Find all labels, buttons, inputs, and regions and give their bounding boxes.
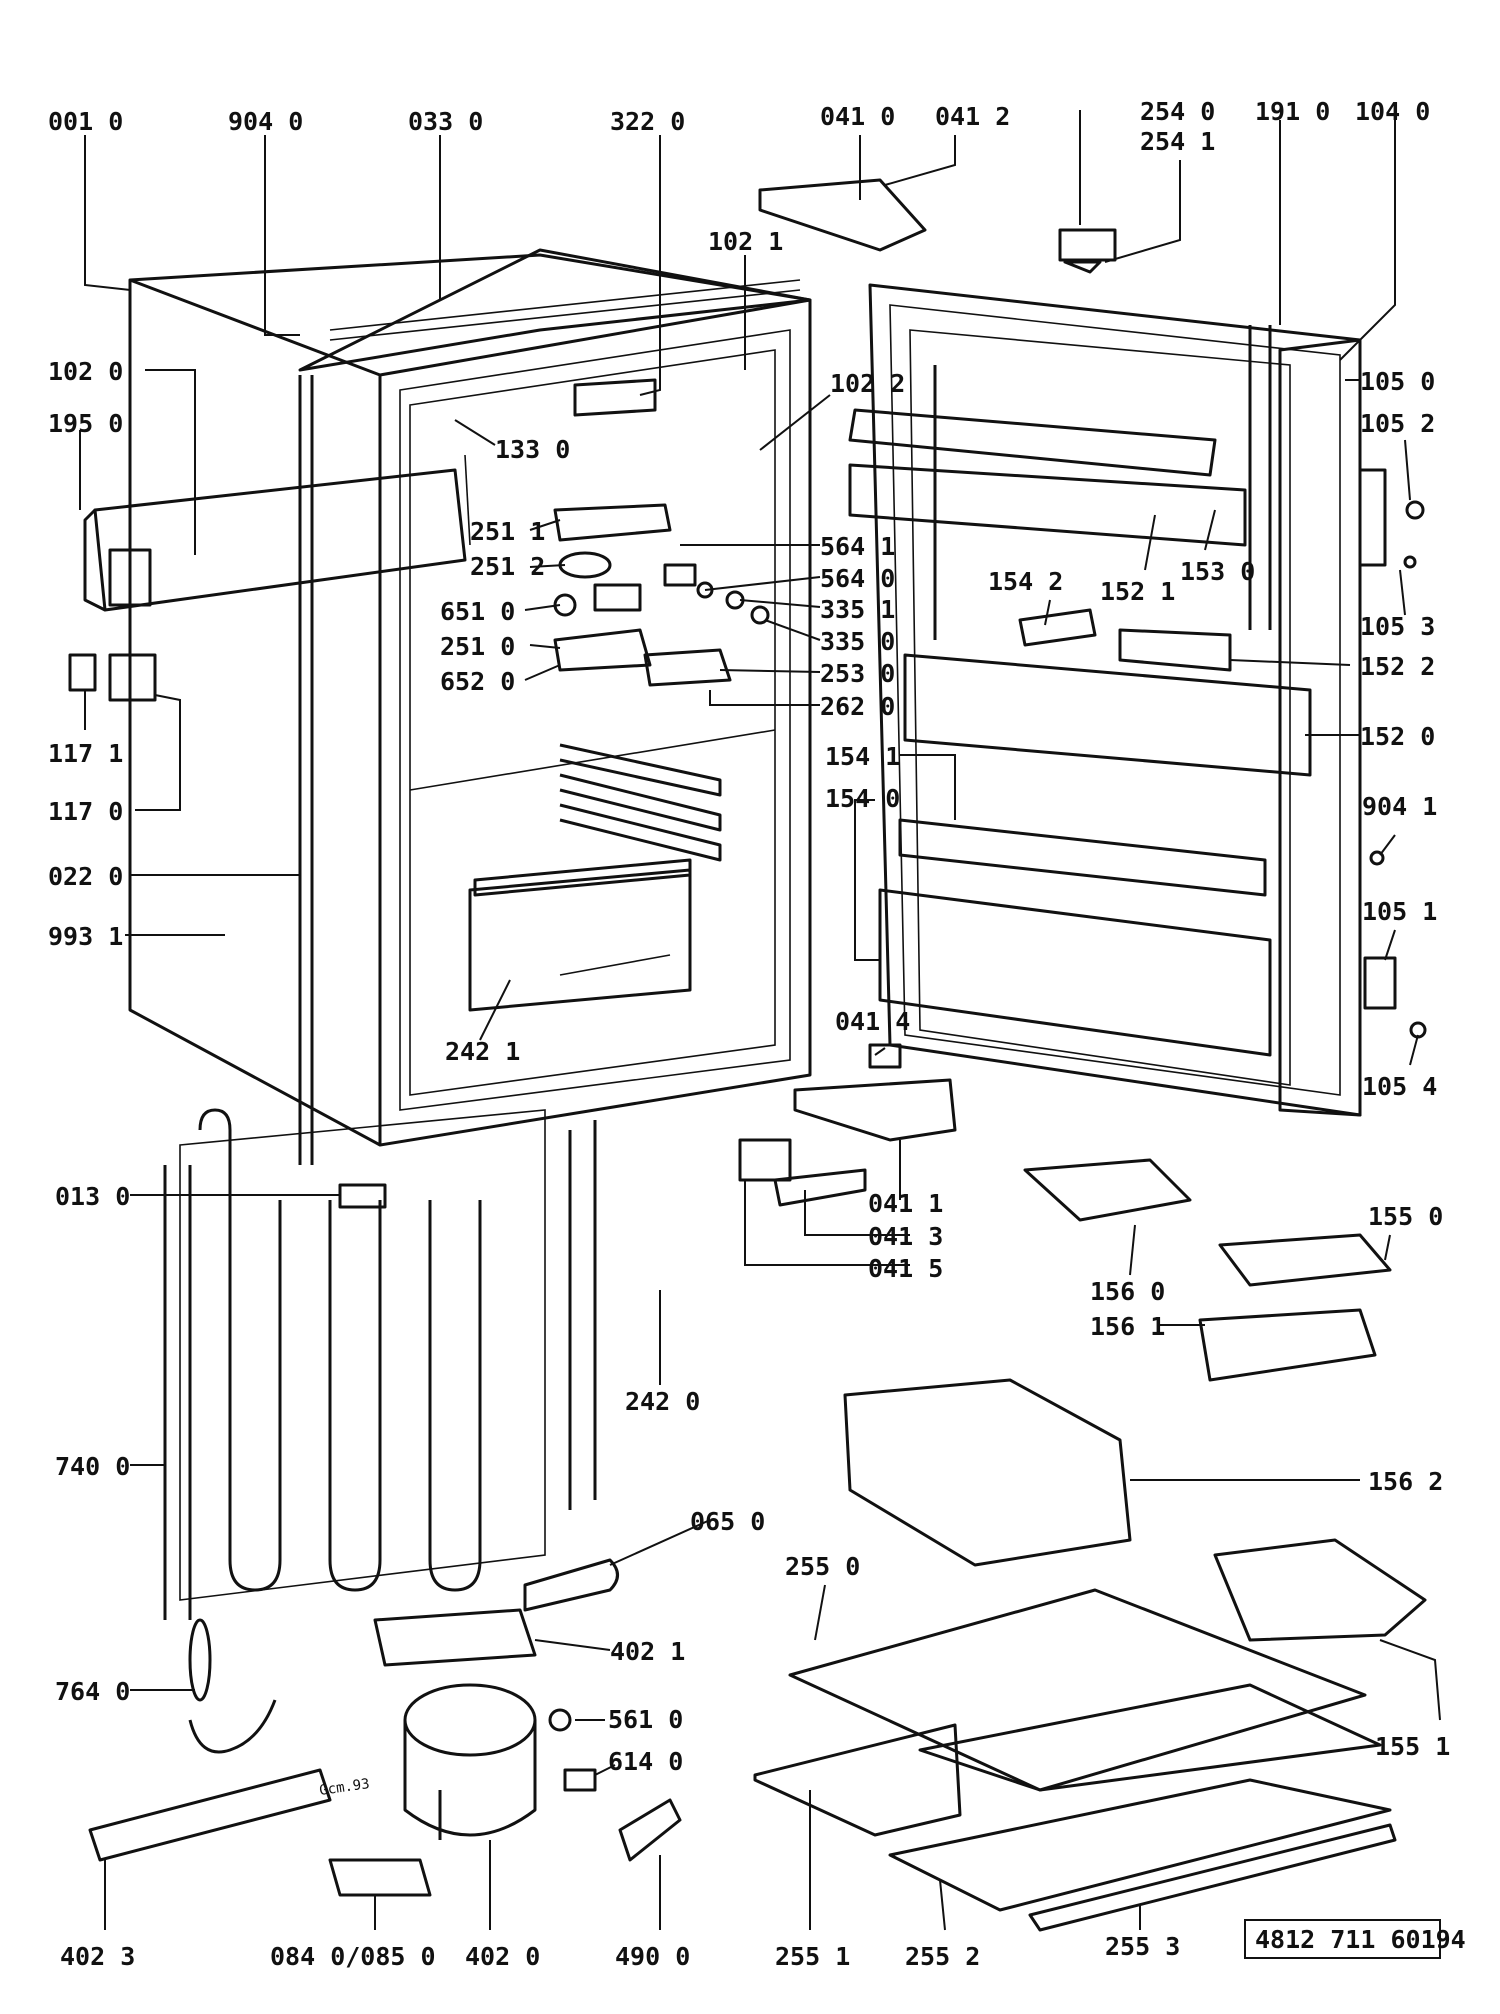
callout-490-0: 490 0 bbox=[615, 1942, 690, 1971]
callout-262-0: 262 0 bbox=[820, 692, 895, 721]
callout-155-1: 155 1 bbox=[1375, 1732, 1450, 1761]
callout-041-0: 041 0 bbox=[820, 102, 895, 131]
reference-number: 4812 711 60194 bbox=[1255, 1925, 1466, 1954]
callout-242-1: 242 1 bbox=[445, 1037, 520, 1066]
callout-152-1: 152 1 bbox=[1100, 577, 1175, 606]
callout-251-0: 251 0 bbox=[440, 632, 515, 661]
callout-740-0: 740 0 bbox=[55, 1452, 130, 1481]
callout-322-0: 322 0 bbox=[610, 107, 685, 136]
door-assembly bbox=[868, 283, 1362, 1117]
callout-335-1: 335 1 bbox=[820, 595, 895, 624]
callout-254-1: 254 1 bbox=[1140, 127, 1215, 156]
callout-154-1: 154 1 bbox=[825, 742, 900, 771]
callout-105-2: 105 2 bbox=[1360, 409, 1435, 438]
callout-152-0: 152 0 bbox=[1360, 722, 1435, 751]
callout-614-0: 614 0 bbox=[608, 1747, 683, 1776]
callout-255-2: 255 2 bbox=[905, 1942, 980, 1971]
evaporator-shelves bbox=[473, 743, 722, 897]
callout-105-4: 105 4 bbox=[1362, 1072, 1437, 1101]
callout-102-1: 102 1 bbox=[708, 227, 783, 256]
callout-041-4: 041 4 bbox=[835, 1007, 910, 1036]
callout-156-1: 156 1 bbox=[1090, 1312, 1165, 1341]
callout-156-2: 156 2 bbox=[1368, 1467, 1443, 1496]
callout-041-2: 041 2 bbox=[935, 102, 1010, 131]
stamp-text: Gcm.93 bbox=[318, 1776, 370, 1799]
callout-764-0: 764 0 bbox=[55, 1677, 130, 1706]
callout-251-2: 251 2 bbox=[470, 552, 545, 581]
callout-651-0: 651 0 bbox=[440, 597, 515, 626]
callout-561-0: 561 0 bbox=[608, 1705, 683, 1734]
wire-shelves bbox=[753, 1588, 1397, 1932]
callout-102-2: 102 2 bbox=[830, 369, 905, 398]
callout-904-0: 904 0 bbox=[228, 107, 303, 136]
compressor-group bbox=[88, 1558, 682, 1897]
callout-254-0: 254 0 bbox=[1140, 97, 1215, 126]
callout-255-1: 255 1 bbox=[775, 1942, 850, 1971]
reference-box: 4812 711 60194 bbox=[1244, 1919, 1466, 1959]
callout-155-0: 155 0 bbox=[1368, 1202, 1443, 1231]
callout-105-1: 105 1 bbox=[1362, 897, 1437, 926]
callout-105-0: 105 0 bbox=[1360, 367, 1435, 396]
callout-033-0: 033 0 bbox=[408, 107, 483, 136]
callout-253-0: 253 0 bbox=[820, 659, 895, 688]
callout-104-0: 104 0 bbox=[1355, 97, 1430, 126]
cabinet-body bbox=[128, 248, 812, 1165]
freezer-accessories bbox=[843, 1158, 1427, 1642]
thermostat-assembly bbox=[553, 503, 770, 687]
callout-117-1: 117 1 bbox=[48, 739, 123, 768]
callout-904-1: 904 1 bbox=[1362, 792, 1437, 821]
callout-154-2: 154 2 bbox=[988, 567, 1063, 596]
callout-022-0: 022 0 bbox=[48, 862, 123, 891]
callout-402-3: 402 3 bbox=[60, 1942, 135, 1971]
callout-041-5: 041 5 bbox=[868, 1254, 943, 1283]
door-small-parts bbox=[1058, 228, 1427, 1039]
callout-242-0: 242 0 bbox=[625, 1387, 700, 1416]
callout-156-0: 156 0 bbox=[1090, 1277, 1165, 1306]
door-shelves bbox=[848, 408, 1312, 1057]
leader-lines bbox=[79, 110, 1441, 1931]
callout-013-0: 013 0 bbox=[55, 1182, 130, 1211]
callout-153-0: 153 0 bbox=[1180, 557, 1255, 586]
callout-402-0: 402 0 bbox=[465, 1942, 540, 1971]
callout-133-0: 133 0 bbox=[495, 435, 570, 464]
callout-152-2: 152 2 bbox=[1360, 652, 1435, 681]
callout-154-0: 154 0 bbox=[825, 784, 900, 813]
callout-001-0: 001 0 bbox=[48, 107, 123, 136]
control-housing bbox=[83, 454, 471, 612]
callout-labels: 001 0 904 0 033 0 322 0 041 0 041 2 254 … bbox=[48, 97, 1450, 1971]
callout-041-1: 041 1 bbox=[868, 1189, 943, 1218]
callout-255-3: 255 3 bbox=[1105, 1932, 1180, 1961]
callout-652-0: 652 0 bbox=[440, 667, 515, 696]
callout-993-1: 993 1 bbox=[48, 922, 123, 951]
callout-191-0: 191 0 bbox=[1255, 97, 1330, 126]
condenser-coil bbox=[163, 1108, 597, 1620]
callout-105-3: 105 3 bbox=[1360, 612, 1435, 641]
callout-251-1: 251 1 bbox=[470, 517, 545, 546]
callout-117-0: 117 0 bbox=[48, 797, 123, 826]
callout-255-0: 255 0 bbox=[785, 1552, 860, 1581]
callout-402-1: 402 1 bbox=[610, 1637, 685, 1666]
callout-564-1: 564 1 bbox=[820, 532, 895, 561]
callout-102-0: 102 0 bbox=[48, 357, 123, 386]
callout-041-3: 041 3 bbox=[868, 1222, 943, 1251]
callout-195-0: 195 0 bbox=[48, 409, 123, 438]
small-parts-117 bbox=[68, 653, 157, 702]
callout-065-0: 065 0 bbox=[690, 1507, 765, 1536]
callout-564-0: 564 0 bbox=[820, 564, 895, 593]
callout-084-0-085-0: 084 0/085 0 bbox=[270, 1942, 436, 1971]
callout-335-0: 335 0 bbox=[820, 627, 895, 656]
